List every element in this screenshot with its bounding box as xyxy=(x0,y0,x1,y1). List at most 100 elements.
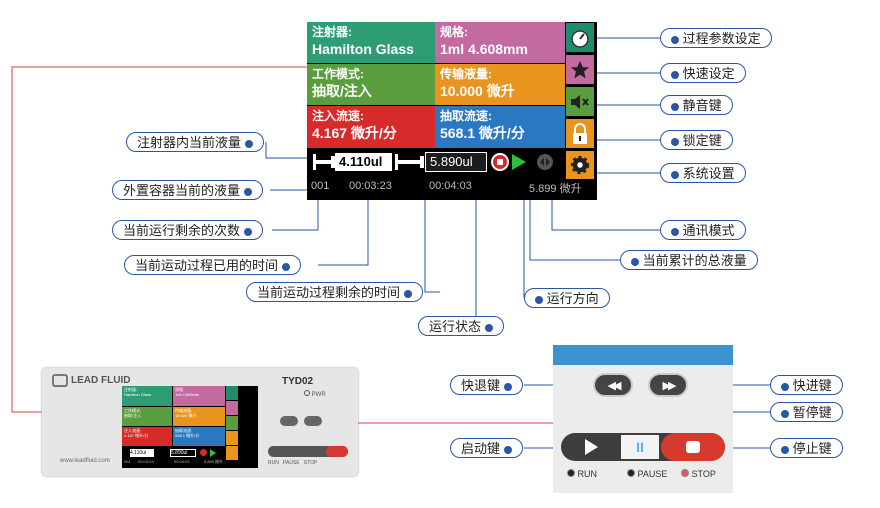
stop-button[interactable] xyxy=(661,433,725,461)
syringe-value: Hamilton Glass xyxy=(312,41,414,57)
label-comm-mode: 通讯模式 xyxy=(660,220,746,240)
spec-title: 规格: xyxy=(440,25,468,39)
process-params-button[interactable] xyxy=(565,22,595,53)
play-icon xyxy=(584,439,598,455)
dot-icon xyxy=(781,445,789,454)
label-remaining-count: 当前运行剩余的次数 xyxy=(112,220,263,240)
syringe-title: 注射器: xyxy=(312,25,352,39)
pump-device: LEAD FLUID TYD02 PWR www.leadfluid.com 注… xyxy=(42,368,358,476)
mini-tile-text-1: 注射器:Hamilton Glass xyxy=(124,387,152,397)
quick-set-button[interactable] xyxy=(565,54,595,85)
label-elapsed-time: 当前运动过程已用的时间 xyxy=(124,255,301,275)
label-system: 系统设置 xyxy=(660,163,746,183)
external-volume: 5.890ul xyxy=(425,152,487,172)
brand-logo: LEAD FLUID xyxy=(52,374,130,387)
mini-led-labels: RUN PAUSE STOP xyxy=(268,460,318,466)
mini-tile-text-4: 传输液量:10.000 微升 xyxy=(175,408,197,418)
system-settings-button[interactable] xyxy=(565,150,595,180)
led-stop: STOP xyxy=(681,469,716,479)
mode-tile[interactable]: 工作模式: 抽取/注入 xyxy=(307,64,435,105)
dot-icon xyxy=(671,137,679,146)
syringe-volume: 4.110ul xyxy=(335,153,392,171)
label-process-params: 过程参数设定 xyxy=(660,28,772,48)
dot-icon xyxy=(781,382,789,391)
star-icon xyxy=(570,60,590,78)
mini-stop-icon xyxy=(200,449,207,456)
label-rewind: 快退键 xyxy=(450,375,523,395)
comm-mode-icon xyxy=(537,154,553,170)
pause-icon: II xyxy=(636,439,644,455)
mini-remaining: 00:04:03 xyxy=(174,459,190,464)
mini-syringe-volume: 4.110ul xyxy=(130,449,154,457)
withdraw-rate-tile[interactable]: 抽取流速: 568.1 微升/分 xyxy=(435,106,565,148)
mini-screen: 注射器:Hamilton Glass 规格:1ml 4.608mm 工作模式:抽… xyxy=(122,386,258,468)
play-direction-icon xyxy=(512,154,526,170)
mini-tile-text-6: 抽取流速:568.1 微升/分 xyxy=(175,428,200,438)
label-total-volume: 当前累计的总液量 xyxy=(620,250,758,270)
keypad-accent-bar xyxy=(553,345,733,365)
syringe-tile[interactable]: 注射器: Hamilton Glass xyxy=(307,22,435,63)
dot-icon xyxy=(243,187,252,196)
mini-stop-button xyxy=(326,446,348,457)
mini-count: 001 xyxy=(124,459,131,464)
label-start: 启动键 xyxy=(450,438,523,458)
withdraw-rate-value: 568.1 微升/分 xyxy=(440,125,525,141)
mute-button[interactable] xyxy=(565,86,595,117)
label-forward: 快进键 xyxy=(770,375,843,395)
rewind-button[interactable]: ◀◀ xyxy=(593,373,633,397)
elapsed-time: 00:03:23 xyxy=(349,180,392,192)
remaining-time: 00:04:03 xyxy=(429,180,472,192)
mini-tile-text-5: 注入流速:4.167 微升/分 xyxy=(124,428,149,438)
start-button[interactable] xyxy=(563,435,619,459)
label-lock: 锁定键 xyxy=(660,130,733,150)
dot-icon xyxy=(243,227,252,236)
label-external-current: 外置容器当前的液量 xyxy=(112,180,263,200)
label-pause: 暂停键 xyxy=(770,402,843,422)
dot-icon xyxy=(671,35,679,44)
syringe-plunger-icon xyxy=(313,154,335,170)
pwr-indicator: PWR xyxy=(304,390,326,398)
stop-status-icon xyxy=(491,153,509,171)
mini-elapsed: 00:03:23 xyxy=(138,459,154,464)
dot-icon xyxy=(671,227,679,236)
infuse-rate-tile[interactable]: 注入流速: 4.167 微升/分 xyxy=(307,106,435,148)
dot-icon xyxy=(781,409,789,418)
led-run: RUN xyxy=(567,469,597,479)
forward-icon: ▶▶ xyxy=(662,379,677,392)
label-run-direction: 运行方向 xyxy=(524,288,610,308)
stop-icon xyxy=(686,441,700,453)
dot-icon xyxy=(671,170,679,179)
mini-total: 5.899 微升 xyxy=(204,459,224,464)
mini-tile-text-3: 工作模式:抽取/注入 xyxy=(124,408,142,418)
infuse-rate-title: 注入流速: xyxy=(312,109,364,123)
lock-icon xyxy=(573,122,587,144)
label-stop: 停止键 xyxy=(770,438,843,458)
dot-icon xyxy=(671,102,679,111)
remaining-count: 001 xyxy=(311,180,330,192)
gear-icon xyxy=(570,155,590,175)
label-syringe-current: 注射器内当前液量 xyxy=(126,132,264,152)
mute-icon xyxy=(571,94,589,109)
dot-icon xyxy=(631,257,639,266)
pause-button[interactable]: II xyxy=(621,435,659,459)
gauge-icon xyxy=(571,29,589,48)
external-container-icon xyxy=(395,154,424,170)
mini-tile-text-2: 规格:1ml 4.608mm xyxy=(175,387,200,397)
transfer-tile[interactable]: 传输液量: 10.000 微升 xyxy=(435,64,565,105)
mini-play-icon xyxy=(210,449,216,457)
keypad-panel: ◀◀ ▶▶ II RUN PAUSE STOP xyxy=(553,345,733,493)
forward-button[interactable]: ▶▶ xyxy=(648,373,688,397)
mini-external-volume: 5.890ul xyxy=(170,449,196,457)
main-screen: 注射器: Hamilton Glass 规格: 1ml 4.608mm 工作模式… xyxy=(307,22,597,200)
label-quick-set: 快速设定 xyxy=(660,63,746,83)
dot-icon xyxy=(484,323,493,332)
device-model: TYD02 xyxy=(282,376,314,387)
dot-icon xyxy=(671,70,679,79)
device-website: www.leadfluid.com xyxy=(60,458,110,464)
spec-tile[interactable]: 规格: 1ml 4.608mm xyxy=(435,22,565,63)
label-run-status: 运行状态 xyxy=(418,316,504,336)
bottom-row: 001 00:03:23 00:04:03 5.899 微升 xyxy=(307,177,597,197)
lock-button[interactable] xyxy=(565,118,595,149)
led-pause: PAUSE xyxy=(627,469,667,479)
label-mute: 静音键 xyxy=(660,95,733,115)
